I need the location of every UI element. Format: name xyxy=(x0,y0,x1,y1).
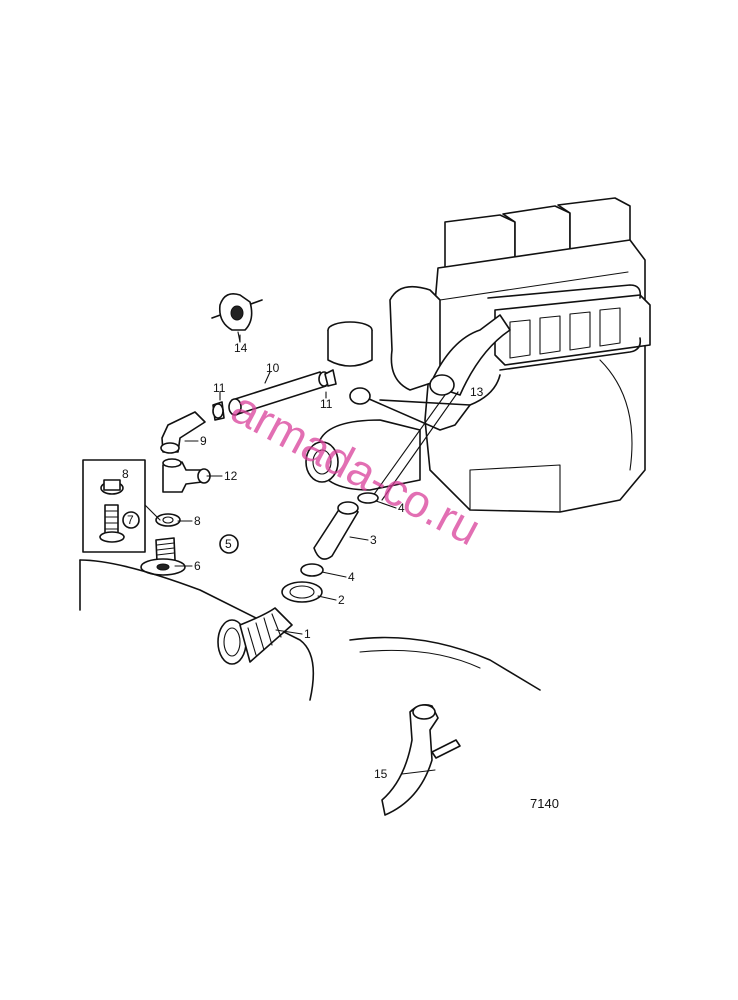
part-15-tail-pipe xyxy=(381,704,461,816)
hull-outline xyxy=(79,559,541,701)
leader-lines xyxy=(174,334,436,775)
part-12-tee xyxy=(162,458,211,493)
callout-7: 7 xyxy=(127,513,134,527)
part-6-through-hull-fitting xyxy=(140,537,186,576)
callout-3: 3 xyxy=(370,533,377,547)
part-9-elbow xyxy=(160,411,206,454)
callout-12: 12 xyxy=(224,469,238,483)
callout-11-right: 11 xyxy=(320,397,333,411)
drawing-reference-number: 7140 xyxy=(530,796,559,811)
part-10-hose xyxy=(212,369,337,421)
callout-15: 15 xyxy=(374,767,388,781)
callout-13: 13 xyxy=(470,385,484,399)
callout-11-left: 11 xyxy=(213,381,226,395)
callout-4-upper: 4 xyxy=(398,501,405,515)
part-14-flange xyxy=(211,292,263,343)
part-2-ring xyxy=(281,581,323,603)
engine-block xyxy=(305,197,651,513)
callout-1: 1 xyxy=(304,627,311,641)
callout-6: 6 xyxy=(194,559,201,573)
part-8-washer xyxy=(155,513,181,527)
part-4-clamp-upper xyxy=(357,492,379,504)
part-13-exhaust-pipe xyxy=(369,314,511,501)
callout-9: 9 xyxy=(200,434,207,448)
callout-8-inset: 8 xyxy=(122,467,129,481)
callout-5: 5 xyxy=(225,537,232,551)
part-3-hose xyxy=(313,501,359,560)
callout-10: 10 xyxy=(266,361,280,375)
callout-5-circle xyxy=(219,534,239,554)
callout-labels: 1 2 3 4 4 5 6 7 8 8 9 10 11 11 12 13 14 … xyxy=(122,341,484,781)
callout-4-lower: 4 xyxy=(348,570,355,584)
callout-2: 2 xyxy=(338,593,345,607)
part-4-clamp-lower xyxy=(300,563,324,577)
callout-8: 8 xyxy=(194,514,201,528)
inset-box xyxy=(82,459,161,553)
part-1-exhaust-outlet xyxy=(217,607,293,665)
callout-7-circle xyxy=(122,511,140,529)
callout-14: 14 xyxy=(234,341,248,355)
